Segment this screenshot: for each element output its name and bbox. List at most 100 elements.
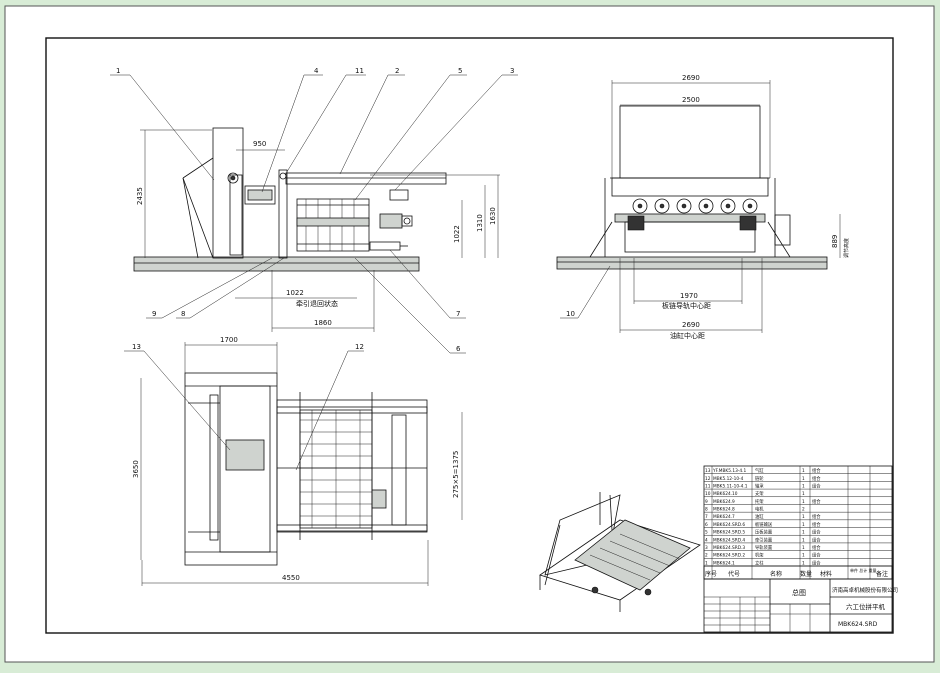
front-motor — [379, 213, 403, 229]
bom-header-no: 序号 — [705, 570, 717, 578]
bom-cell-code: MBK624.SRD.4 — [713, 537, 745, 543]
bom-cell-name: 托架 — [755, 498, 764, 505]
bom-cell-mat: 组合 — [812, 559, 821, 566]
paper — [4, 5, 935, 663]
bom-cell-no: 8 — [705, 507, 708, 513]
bom-cell-name: 油缸 — [755, 513, 764, 520]
top-view: 1700 3650 4550 275×5=1375 13 12 — [124, 336, 463, 586]
bom-cell-no: 2 — [705, 553, 708, 559]
bom-cell-qty: 1 — [802, 514, 805, 520]
title-block-frame — [703, 465, 893, 633]
bom-cell-qty: 1 — [802, 522, 805, 528]
balloon-11: 11 — [355, 67, 364, 75]
dim-3650: 3650 — [132, 460, 140, 478]
bom-cell-mat: 组合 — [812, 482, 821, 489]
balloon-3: 3 — [510, 67, 514, 75]
balloon-9: 9 — [152, 310, 156, 318]
dim-4550: 4550 — [282, 574, 300, 582]
drawing-frame — [45, 37, 894, 634]
bom-cell-qty: 1 — [802, 537, 805, 543]
balloon-4: 4 — [314, 67, 319, 75]
bom-cell-name: 机架 — [755, 552, 764, 559]
side-base — [556, 256, 828, 270]
bom-cell-qty: 1 — [802, 483, 805, 489]
bom-cell-code: MBK624.8 — [713, 507, 735, 513]
bom-cell-code: MBK624.SRD.2 — [713, 553, 745, 559]
side-rollers — [632, 198, 758, 214]
bom-cell-code: MBK5.11-10-4.1 — [713, 483, 748, 489]
bom-cell-qty: 1 — [802, 560, 805, 566]
bom-cell-qty: 1 — [802, 530, 805, 536]
bom-cell-mat: 组合 — [812, 552, 821, 559]
side-view: 2690 2500 1970 板链导轨中心距 2690 油缸中心距 889 调节… — [556, 74, 850, 340]
bom-cell-no: 13 — [705, 468, 711, 474]
dim-2690-top: 2690 — [682, 74, 700, 82]
dim-1970: 1970 — [680, 292, 698, 300]
front-beam — [285, 172, 447, 185]
front-column — [212, 127, 244, 259]
bom-cell-no: 12 — [705, 476, 711, 482]
dim-1630: 1630 — [489, 207, 497, 225]
dim-pitch: 275×5=1375 — [452, 451, 460, 498]
bom-cell-no: 7 — [705, 514, 708, 520]
bom-cell-name: 支架 — [755, 490, 764, 497]
bom-cell-mat: 组合 — [812, 513, 821, 520]
bom-cell-qty: 1 — [802, 468, 805, 474]
dim-2435: 2435 — [136, 187, 144, 205]
bom-cell-no: 1 — [705, 560, 708, 566]
drawing-number: MBK624.SRD — [838, 621, 878, 628]
bom-cell-name: 电机 — [755, 506, 764, 513]
bom-cell-code: MBK624.7 — [713, 514, 735, 520]
top-conveyor — [276, 399, 428, 533]
dim-1860: 1860 — [314, 319, 332, 327]
bom-cell-code: MBK624.SRD.6 — [713, 522, 745, 528]
caption-retract-state: 牵引退回状态 — [296, 299, 338, 308]
bom-cell-qty: 2 — [802, 507, 805, 513]
dim-adjust-height: 调节高度 — [843, 238, 850, 258]
bom-cell-mat: 组合 — [812, 498, 821, 505]
bom-cell-no: 3 — [705, 545, 708, 551]
bom-cell-name: 导轨装置 — [755, 544, 773, 551]
bom-cell-no: 4 — [705, 537, 708, 543]
bom-cell-no: 5 — [705, 530, 708, 536]
bom-cell-name: 气缸 — [755, 467, 764, 474]
dim-1700: 1700 — [220, 336, 238, 344]
bom-cell-qty: 1 — [802, 476, 805, 482]
bom-cell-name: 链轮 — [755, 475, 764, 482]
bom-header-code: 代号 — [728, 570, 740, 578]
front-base — [133, 256, 420, 272]
bom-cell-qty: 1 — [802, 545, 805, 551]
bom-cell-no: 11 — [705, 483, 711, 489]
balloon-1: 1 — [116, 67, 120, 75]
balloon-8: 8 — [181, 310, 185, 318]
balloon-7: 7 — [456, 310, 460, 318]
top-slats — [300, 410, 372, 528]
bom-cell-mat: 组合 — [812, 467, 821, 474]
bom-cell-no: 6 — [705, 522, 708, 528]
bom-cell-qty: 1 — [802, 499, 805, 505]
bom-header-name: 名称 — [770, 570, 782, 578]
balloon-13: 13 — [132, 343, 141, 351]
assembly-label: 总图 — [792, 588, 806, 597]
bom-cell-code: YF.MBK5.13-4.1 — [712, 468, 746, 474]
isometric-view — [539, 492, 701, 612]
bom-header-weight: 单件 总计 重量 — [850, 567, 877, 573]
bom-cell-name: 板链输送 — [755, 521, 773, 528]
bom-cell-name: 压板装置 — [755, 529, 773, 536]
company-name: 济南高卓机械股份有限公司 — [832, 586, 898, 594]
caption-cylinder-center: 油缸中心距 — [670, 331, 705, 340]
bom-cell-code: MBK624.10 — [713, 491, 738, 497]
front-view: 950 2435 1022 1310 1630 1022 牵引退回状态 1860… — [110, 67, 518, 354]
bom-cell-qty: 1 — [802, 491, 805, 497]
bom-cell-mat: 组合 — [812, 544, 821, 551]
bom-cell-mat: 组合 — [812, 475, 821, 482]
balloon-5: 5 — [458, 67, 462, 75]
bom-cell-qty: 1 — [802, 553, 805, 559]
bom-cell-name: 牵引装置 — [755, 536, 773, 543]
bom-cell-mat: 组合 — [812, 529, 821, 536]
bom-cell-code: MBK624.SRD.5 — [713, 530, 745, 536]
dim-2690-bottom: 2690 — [682, 321, 700, 329]
